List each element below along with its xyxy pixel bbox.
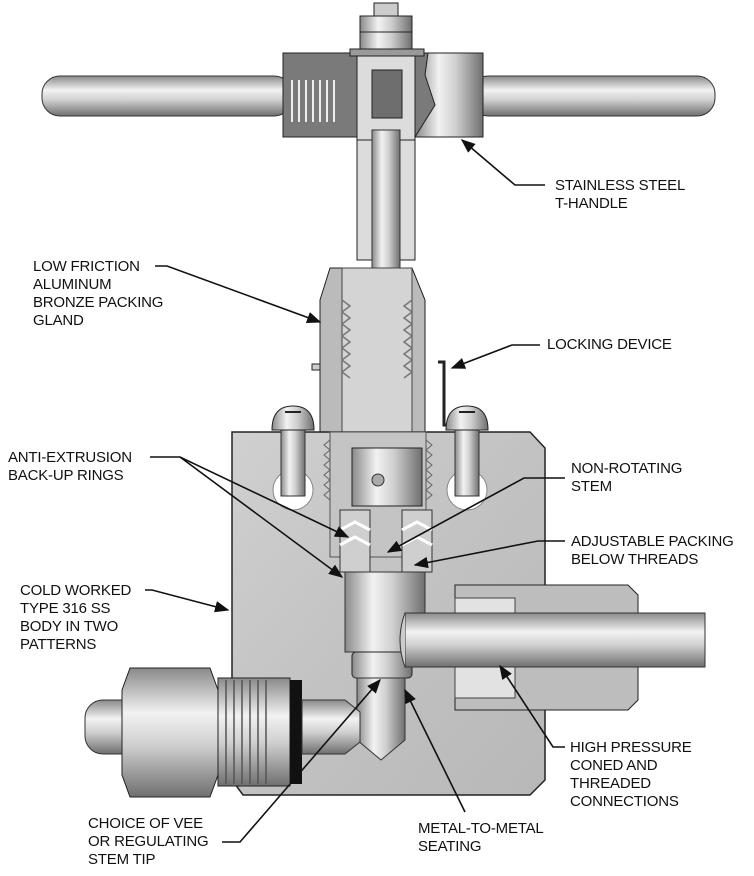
leader-connections bbox=[499, 664, 565, 748]
t-handle bbox=[41, 2, 716, 141]
label-line: PATTERNS bbox=[20, 636, 97, 653]
label-line: BACK-UP RINGS bbox=[8, 467, 124, 484]
label-adjustable-packing: ADJUSTABLE PACKING BELOW THREADS bbox=[571, 533, 734, 569]
handle-bar-left bbox=[41, 75, 293, 117]
label-packing-gland: LOW FRICTION ALUMINUM BRONZE PACKING GLA… bbox=[33, 258, 163, 330]
label-line: THREADED bbox=[570, 775, 651, 792]
handle-threads bbox=[291, 80, 335, 122]
label-line: CONNECTIONS bbox=[570, 793, 679, 810]
label-line: LOW FRICTION bbox=[33, 258, 140, 275]
washer bbox=[349, 48, 425, 57]
leader-t-handle bbox=[460, 139, 545, 186]
label-line: BRONZE PACKING bbox=[33, 294, 164, 311]
leader-non-rotating-stem bbox=[386, 477, 565, 553]
tube-right bbox=[404, 612, 706, 668]
label-line: ANTI-EXTRUSION bbox=[8, 449, 132, 466]
handle-bar-right bbox=[469, 75, 716, 117]
left-connection bbox=[84, 667, 361, 798]
label-line: ADJUSTABLE PACKING bbox=[571, 533, 734, 550]
label-seating: METAL-TO-METAL SEATING bbox=[418, 820, 544, 856]
label-line: HIGH PRESSURE bbox=[570, 739, 692, 756]
label-line: STEM bbox=[571, 478, 612, 495]
label-line: CONED AND bbox=[570, 757, 658, 774]
leader-body bbox=[145, 589, 230, 613]
leader-packing-gland bbox=[155, 265, 322, 323]
label-line: GLAND bbox=[33, 312, 84, 329]
label-line: CHOICE OF VEE bbox=[88, 815, 203, 832]
label-line: STEM TIP bbox=[88, 851, 156, 868]
label-line: BELOW THREADS bbox=[571, 551, 699, 568]
leader-stem-tip bbox=[222, 678, 381, 843]
gland-threads-left bbox=[217, 677, 291, 787]
leader-anti-extrusion-2 bbox=[179, 456, 344, 578]
mounting-screw-left bbox=[271, 405, 315, 511]
mounting-screw-right bbox=[445, 405, 489, 511]
label-body: COLD WORKED TYPE 316 SS BODY IN TWO PATT… bbox=[20, 582, 131, 654]
set-screw bbox=[371, 473, 385, 487]
leader-adjustable-packing bbox=[413, 540, 565, 569]
label-line: SEATING bbox=[418, 838, 482, 855]
label-anti-extrusion: ANTI-EXTRUSION BACK-UP RINGS bbox=[8, 449, 132, 485]
label-stem-tip: CHOICE OF VEE OR REGULATING STEM TIP bbox=[88, 815, 209, 869]
label-line: ALUMINUM bbox=[33, 276, 112, 293]
stem-collar bbox=[351, 447, 423, 507]
label-line: OR REGULATING bbox=[88, 833, 209, 850]
label-connections: HIGH PRESSURE CONED AND THREADED CONNECT… bbox=[570, 739, 692, 811]
label-line: T-HANDLE bbox=[555, 195, 628, 212]
hex-nut-left bbox=[121, 667, 219, 798]
leader-locking-device bbox=[450, 344, 540, 369]
label-line: COLD WORKED bbox=[20, 582, 132, 599]
label-line: TYPE 316 SS bbox=[20, 600, 111, 617]
leader-seating bbox=[404, 688, 466, 813]
label-locking-device: LOCKING DEVICE bbox=[547, 336, 672, 354]
label-line: STAINLESS STEEL bbox=[555, 177, 686, 194]
leader-lines bbox=[145, 139, 565, 843]
stem-top-thread bbox=[373, 2, 399, 17]
hex-nut-upper bbox=[359, 15, 413, 33]
label-non-rotating-stem: NON-ROTATING STEM bbox=[571, 460, 682, 496]
label-line: BODY IN TWO bbox=[20, 618, 119, 635]
label-line: LOCKING DEVICE bbox=[547, 336, 672, 353]
label-t-handle: STAINLESS STEEL T-HANDLE bbox=[555, 177, 685, 213]
label-line: NON-ROTATING bbox=[571, 460, 683, 477]
label-line: METAL-TO-METAL bbox=[418, 820, 544, 837]
hex-nut-lower bbox=[359, 31, 413, 50]
